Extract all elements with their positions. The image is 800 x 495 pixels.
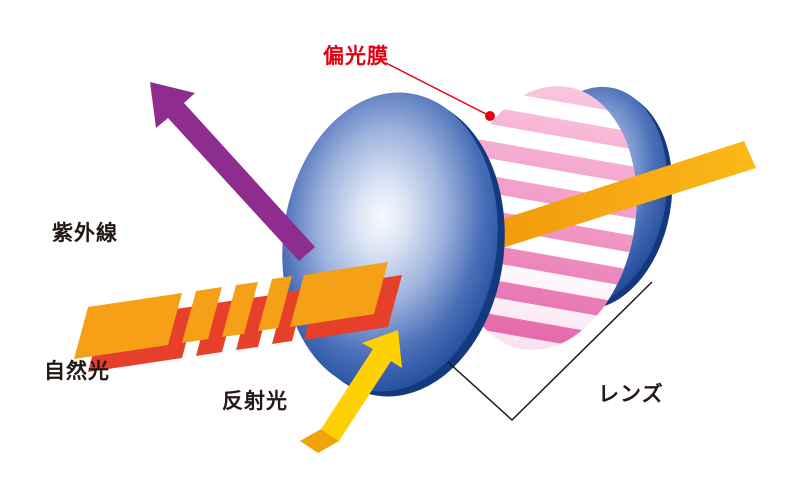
label-polarizing-film: 偏光膜: [323, 45, 389, 68]
reflected-arrow-fold: [300, 429, 339, 453]
film-pointer: [385, 62, 495, 121]
label-natural-light: 自然光: [44, 360, 110, 383]
reflected-arrow: [300, 330, 402, 453]
reflected-arrow-body: [321, 330, 402, 441]
label-lens: レンズ: [598, 383, 664, 406]
lens-pointer-line: [447, 281, 653, 422]
natural-light-orange-stripes: [74, 262, 388, 359]
label-uv-rays: 紫外線: [52, 222, 118, 245]
uv-arrow: [150, 82, 315, 261]
label-reflected-light: 反射光: [222, 390, 288, 413]
film-pointer-line: [385, 62, 491, 117]
film-pointer-dot: [485, 111, 495, 121]
